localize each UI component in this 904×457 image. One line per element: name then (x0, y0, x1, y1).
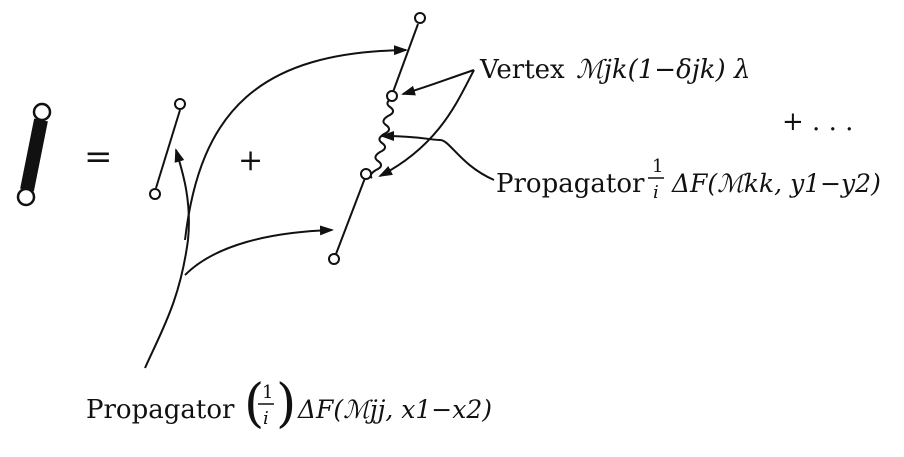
inner-propagator-word: Propagator (496, 169, 645, 199)
external-point-top (414, 12, 426, 24)
second-order-diagram (328, 12, 426, 265)
inner-propagator-expression: ΔF(ℳkk, y1−y2) (671, 169, 881, 198)
equals-sign: = (84, 137, 113, 177)
inner-propagator-numerator: 1 (652, 156, 663, 177)
outer-propagator-numerator: 1 (262, 382, 273, 403)
full-propagator-symbol (16, 102, 52, 207)
vertex-label-word: Vertex (479, 55, 565, 85)
higher-order-terms: + . . . (782, 107, 853, 137)
external-point-bottom (328, 253, 340, 265)
plus-sign: + (238, 143, 263, 178)
vertex-top (386, 90, 398, 102)
inner-propagator-arrows (380, 131, 495, 181)
outer-propagator-word: Propagator (86, 395, 235, 425)
interaction-wavy-line (369, 97, 394, 179)
outer-propagator-left-paren: ( (244, 374, 264, 434)
vertex-arrows (378, 69, 475, 177)
vertex-bottom (360, 168, 372, 180)
inner-propagator-denominator: i (653, 182, 659, 203)
outer-propagator-right-paren: ) (276, 374, 296, 434)
outer-propagator-expression: ΔF(ℳjj, x1−x2) (297, 395, 492, 424)
vertex-label-expression: ℳjk(1−δjk) λ (576, 55, 750, 85)
outer-propagator-denominator: i (263, 408, 269, 429)
free-propagator-line (149, 98, 186, 200)
outer-propagator-arrows (144, 45, 408, 369)
